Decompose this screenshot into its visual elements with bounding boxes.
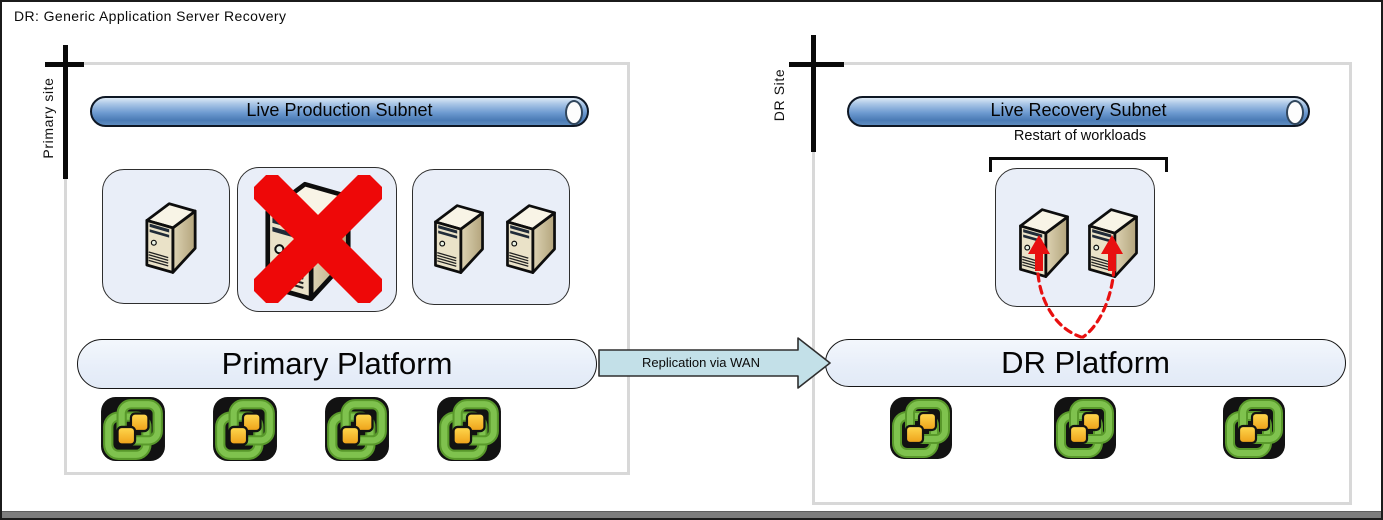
replication-label: Replication via WAN <box>641 355 760 370</box>
primary-platform-label: Primary Platform <box>221 346 453 381</box>
server-icon <box>502 202 560 278</box>
dr-site-axis-horizontal <box>789 62 844 67</box>
primary-site-axis-horizontal <box>45 62 84 67</box>
failure-x-icon <box>254 175 382 303</box>
dr-site-label: DR Site <box>771 68 787 122</box>
app-group-2-failed <box>237 167 397 312</box>
primary-platform: Primary Platform <box>77 339 597 389</box>
diagram-title: DR: Generic Application Server Recovery <box>14 8 287 24</box>
vsphere-host-icon <box>324 396 390 462</box>
dr-platform-label: DR Platform <box>1001 345 1170 380</box>
vsphere-host-icon <box>436 396 502 462</box>
recovery-subnet-label: Live Recovery Subnet <box>990 100 1167 120</box>
server-icon <box>1084 206 1142 282</box>
restart-bracket <box>989 157 1168 172</box>
recovery-subnet-pipe: Live Recovery Subnet <box>847 96 1310 127</box>
pipe-end-cap-icon <box>1286 100 1304 125</box>
app-group-3 <box>412 169 570 305</box>
primary-site-label: Primary site <box>40 77 56 159</box>
vsphere-host-icon <box>1222 396 1286 460</box>
production-subnet-pipe: Live Production Subnet <box>90 96 589 127</box>
pipe-end-cap-icon <box>565 100 583 125</box>
vsphere-host-icon <box>889 396 953 460</box>
server-icon <box>1015 206 1073 282</box>
vsphere-host-icon <box>212 396 278 462</box>
app-group-1 <box>102 169 230 304</box>
server-icon <box>430 202 488 278</box>
bottom-edge-bar <box>2 511 1381 518</box>
dr-site-axis-vertical <box>811 35 816 152</box>
production-subnet-label: Live Production Subnet <box>246 100 433 120</box>
server-icon <box>141 200 201 278</box>
replication-arrow <box>598 337 831 389</box>
vsphere-host-icon <box>1053 396 1117 460</box>
restart-workloads-label: Restart of workloads <box>1013 128 1147 144</box>
dr-app-group <box>995 168 1155 307</box>
primary-site-axis-vertical <box>63 45 68 179</box>
vsphere-host-icon <box>100 396 166 462</box>
dr-platform: DR Platform <box>825 339 1346 387</box>
